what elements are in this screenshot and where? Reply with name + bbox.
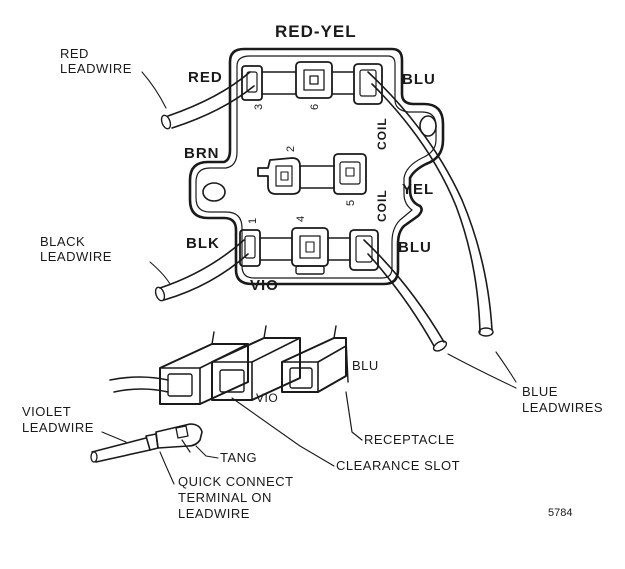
red-leadwire xyxy=(160,71,255,130)
terminal-coil-top xyxy=(353,63,383,105)
callout-red-leadwire-1: RED xyxy=(60,46,89,61)
callout-blu-receptacle: BLU xyxy=(352,358,379,373)
pin-3: 3 xyxy=(253,104,265,110)
label-red: RED xyxy=(188,69,223,86)
label-coil-bottom: COIL xyxy=(375,189,389,222)
pin-1: 1 xyxy=(247,218,259,224)
quick-connect-terminal xyxy=(90,423,203,463)
receptacle-detail xyxy=(109,325,363,441)
receptacle-housing-3 xyxy=(281,337,347,393)
callout-blue-leadwires-1: BLUE xyxy=(522,384,558,399)
receptacle-housing-1 xyxy=(159,343,249,405)
callout-quick-connect-3: LEADWIRE xyxy=(178,506,250,521)
label-red-yel: RED-YEL xyxy=(275,22,357,41)
callout-quick-connect-1: QUICK CONNECT xyxy=(178,474,294,489)
terminal-3 xyxy=(241,65,263,101)
terminal-6 xyxy=(295,61,333,99)
terminal-5 xyxy=(333,153,367,195)
blue-leadwire-top xyxy=(367,71,494,337)
terminal-coil-bottom xyxy=(349,229,379,271)
label-blu-bottom: BLU xyxy=(398,239,432,256)
pin-2: 2 xyxy=(285,146,297,152)
pin-4: 4 xyxy=(295,216,307,222)
callout-tang: TANG xyxy=(220,450,257,465)
label-brn: BRN xyxy=(184,145,220,162)
callout-vio-receptacle: VIO xyxy=(256,391,278,405)
label-blk: BLK xyxy=(186,235,220,252)
callout-clearance-slot: CLEARANCE SLOT xyxy=(336,458,460,473)
leadwires xyxy=(154,71,494,352)
blue-leadwire-bottom xyxy=(363,239,448,352)
terminal-2 xyxy=(257,157,301,195)
callout-blue-leadwires-2: LEADWIRES xyxy=(522,400,603,415)
labels: RED-YEL RED BLU BRN YEL BLK BLU VIO COIL… xyxy=(22,22,603,521)
callout-black-leadwire-2: LEADWIRE xyxy=(40,249,112,264)
pin-6: 6 xyxy=(309,104,321,110)
terminal-1 xyxy=(239,229,261,267)
callout-receptacle: RECEPTACLE xyxy=(364,432,455,447)
label-coil-top: COIL xyxy=(375,117,389,150)
label-blu-top: BLU xyxy=(402,71,436,88)
terminal-4 xyxy=(291,227,329,267)
pin-5: 5 xyxy=(345,200,357,206)
connector-body xyxy=(188,47,445,286)
figure-code: 5784 xyxy=(548,507,572,519)
callout-violet-leadwire-2: LEADWIRE xyxy=(22,420,94,435)
terminal-cavities xyxy=(239,61,383,275)
label-vio: VIO xyxy=(250,277,279,294)
pointer-lines xyxy=(101,71,517,485)
callout-red-leadwire-2: LEADWIRE xyxy=(60,61,132,76)
callout-violet-leadwire-1: VIOLET xyxy=(22,404,71,419)
label-yel: YEL xyxy=(402,181,434,198)
black-leadwire xyxy=(154,239,249,302)
callout-quick-connect-2: TERMINAL ON xyxy=(178,490,272,505)
callout-black-leadwire-1: BLACK xyxy=(40,234,85,249)
